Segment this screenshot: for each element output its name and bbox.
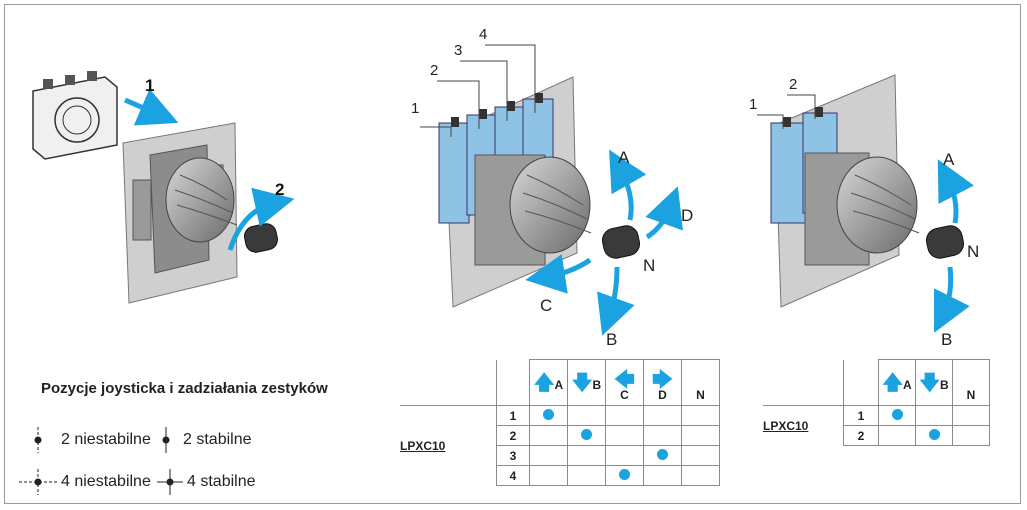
illustrations: 1 2 1 2 3 4 A B	[32, 26, 979, 349]
header-b: 🡇B	[567, 359, 606, 406]
step-1-label: 1	[145, 76, 154, 95]
boot-folds	[850, 174, 920, 234]
rotate-arrow	[227, 187, 295, 251]
arrow-b	[934, 266, 970, 333]
legend-item-2-stable: 2 stabilne	[159, 427, 252, 453]
contact-dot	[543, 408, 554, 420]
stable-2-symbol	[162, 427, 170, 453]
assembly-illustration: 1 2	[32, 71, 295, 304]
arrow-a	[937, 159, 974, 224]
header-c: 🡄C	[605, 359, 644, 406]
header-n: N	[681, 359, 720, 406]
legend-item-4-stable: 4 stabilne	[157, 469, 256, 495]
model-cell: LPXC10	[763, 405, 844, 446]
callout-line-3	[460, 60, 508, 121]
row-number: 2	[843, 425, 879, 446]
direction-b: B	[941, 330, 952, 349]
boot-folds	[522, 174, 592, 234]
arrow-d	[645, 186, 683, 240]
model-cell: LPXC10	[400, 405, 497, 486]
latch-left	[132, 179, 152, 241]
header-n: N	[952, 359, 990, 406]
callout-2: 2	[430, 62, 438, 79]
header-a: 🡅A	[529, 359, 568, 406]
direction-c: C	[540, 296, 552, 315]
row-number: 4	[496, 465, 530, 486]
header-d: 🡆D	[643, 359, 682, 406]
callout-line-2	[437, 80, 480, 129]
row-number: 1	[843, 405, 879, 426]
header-a: 🡅A	[878, 359, 916, 406]
callout-1: 1	[749, 96, 757, 113]
arrow-a	[609, 149, 647, 221]
row-number: 2	[496, 425, 530, 446]
legend-item-2-unstable: 2 niestabilne	[31, 427, 151, 453]
contact-table-4: 🡅A 🡇B 🡄C 🡆D N LPXC10 1 2 3 4	[400, 359, 720, 486]
callout-2: 2	[789, 76, 797, 93]
boot-folds	[174, 174, 238, 226]
contact-dot	[657, 448, 668, 460]
callout-line-1	[420, 126, 452, 137]
table-row: 4	[400, 465, 720, 486]
direction-b: B	[606, 330, 617, 349]
step-2-label: 2	[275, 180, 284, 199]
contact-holder	[32, 71, 118, 160]
direction-a: A	[618, 148, 630, 167]
unstable-2-symbol	[34, 427, 42, 453]
joystick-2-positions: 1 2 A B N	[749, 74, 979, 349]
callout-3: 3	[454, 42, 462, 59]
legend-label: 4 stabilne	[187, 473, 256, 490]
unstable-4-symbol	[19, 469, 57, 495]
row-number: 3	[496, 445, 530, 466]
callout-4: 4	[479, 26, 487, 43]
callout-1: 1	[411, 100, 419, 117]
contact-dot	[619, 468, 630, 480]
table-row: 2	[763, 425, 990, 446]
contact-dot	[581, 428, 592, 440]
header-b: 🡇B	[915, 359, 953, 406]
rubber-boot	[836, 156, 918, 254]
figure-frame: 1 2 1 2 3 4 A B	[4, 4, 1021, 504]
callout-line-1	[757, 114, 784, 129]
legend-title: Pozycje joysticka i zadziałania zestyków	[41, 380, 328, 397]
direction-a: A	[943, 150, 955, 169]
arrow-c	[525, 254, 592, 294]
table-row: LPXC10 1	[400, 405, 720, 486]
arrow-b	[597, 266, 635, 336]
knob	[926, 225, 964, 259]
knob	[602, 225, 640, 259]
stable-4-symbol	[157, 469, 183, 495]
joystick-4-positions: 1 2 3 4 A B C D N	[411, 26, 693, 349]
legend-label: 4 niestabilne	[61, 473, 151, 490]
legend-label: 2 stabilne	[183, 431, 252, 448]
contact-table-2: 🡅A 🡇B N LPXC10 1 2	[763, 359, 990, 446]
contact-dot	[928, 428, 940, 440]
rubber-boot	[509, 156, 591, 254]
row-number: 1	[496, 405, 530, 426]
direction-n: N	[967, 242, 979, 261]
callout-line-2	[787, 94, 816, 119]
contact-dot	[891, 408, 903, 420]
legend-label: 2 niestabilne	[61, 431, 151, 448]
rubber-boot	[165, 157, 235, 243]
callout-line-4	[485, 44, 536, 113]
insert-arrow	[124, 88, 179, 126]
legend-item-4-unstable: 4 niestabilne	[19, 469, 151, 495]
table-row: LPXC10 1	[763, 405, 990, 446]
direction-d: D	[681, 206, 693, 225]
knob	[244, 223, 278, 253]
direction-n: N	[643, 256, 655, 275]
